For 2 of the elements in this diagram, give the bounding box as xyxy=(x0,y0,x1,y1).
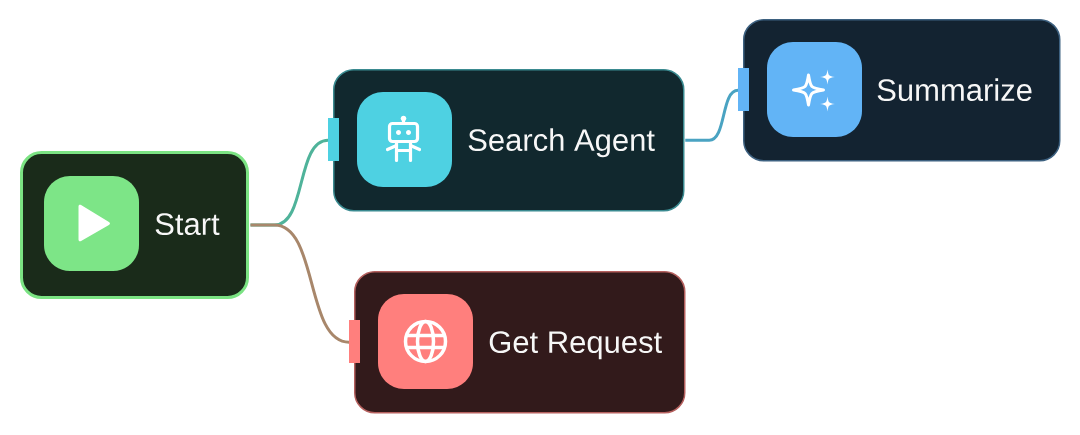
connector-line xyxy=(250,223,350,344)
connector-line xyxy=(685,88,739,142)
